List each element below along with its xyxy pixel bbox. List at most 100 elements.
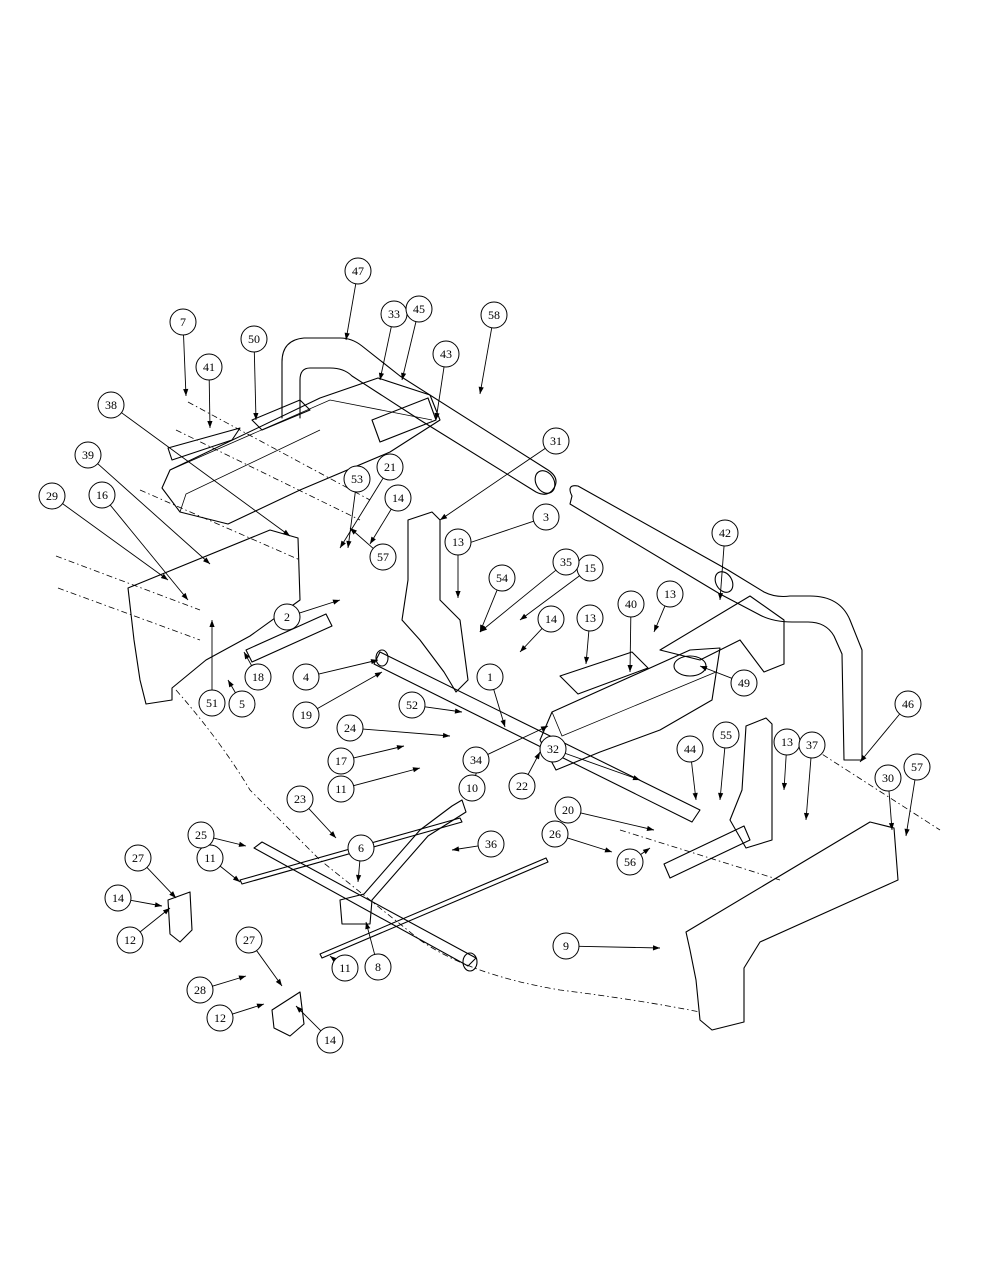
callout-circle	[331, 954, 359, 982]
callout-arrowhead	[209, 620, 215, 627]
callout-arrowhead	[584, 656, 590, 664]
callout-arrowhead	[781, 782, 788, 790]
callout-46: 46	[894, 690, 922, 718]
callout-circle	[542, 427, 570, 455]
callout-arrowhead	[718, 792, 724, 800]
callout-arrowhead	[203, 557, 210, 564]
callout-number: 31	[550, 434, 562, 448]
callout-circle	[711, 519, 739, 547]
callout-circle	[656, 580, 684, 608]
callout-40: 40	[617, 590, 645, 618]
callout-number: 36	[485, 837, 497, 851]
callout-number: 27	[243, 933, 255, 947]
callout-number: 34	[470, 753, 482, 767]
callout-circle	[206, 1004, 234, 1032]
callout-leader	[565, 752, 641, 781]
callout-number: 11	[204, 851, 216, 865]
callout-circle	[384, 484, 412, 512]
callout-arrowhead	[534, 752, 540, 760]
callout-10: 10	[458, 774, 486, 802]
callout-number: 53	[351, 472, 363, 486]
callout-arrowhead	[500, 719, 506, 727]
callout-number: 45	[413, 302, 425, 316]
callout-number: 51	[206, 696, 218, 710]
callout-35: 35	[552, 548, 580, 576]
callout-number: 27	[132, 851, 144, 865]
callout-number: 14	[112, 891, 124, 905]
callout-22: 22	[508, 772, 536, 800]
callout-number: 44	[684, 742, 696, 756]
callout-number: 20	[562, 803, 574, 817]
callout-56: 56	[616, 848, 644, 876]
callout-number: 8	[375, 960, 381, 974]
callout-circle	[462, 746, 490, 774]
callout-number: 39	[82, 448, 94, 462]
callout-arrowhead	[350, 528, 357, 535]
callout-number: 23	[294, 792, 306, 806]
callout-arrowhead	[181, 592, 188, 600]
callout-circle	[187, 821, 215, 849]
callout-circle	[617, 590, 645, 618]
callout-number: 19	[300, 708, 312, 722]
callout-circle	[124, 844, 152, 872]
callout-number: 22	[516, 779, 528, 793]
callout-number: 56	[624, 855, 636, 869]
callout-arrowhead	[480, 624, 486, 632]
callout-circle	[104, 884, 132, 912]
callout-leader	[567, 837, 613, 853]
callout-11: 11	[196, 844, 224, 872]
callout-circle	[344, 257, 372, 285]
callout-arrowhead	[642, 848, 650, 855]
callout-number: 17	[335, 754, 347, 768]
callout-arrowhead	[904, 828, 910, 836]
callout-arrowhead	[520, 613, 528, 620]
callout-53: 53	[343, 465, 371, 493]
callout-leader	[479, 589, 498, 633]
callout-number: 55	[720, 728, 732, 742]
callout-number: 12	[124, 933, 136, 947]
callout-arrowhead	[370, 659, 378, 665]
callout-arrowhead	[365, 922, 371, 930]
callout-circle	[228, 690, 256, 718]
callout-number: 40	[625, 597, 637, 611]
callout-circle	[343, 465, 371, 493]
callout-circle	[327, 747, 355, 775]
callout-arrowhead	[860, 754, 867, 762]
callout-arrowhead	[540, 726, 548, 732]
callout-arrowhead	[654, 624, 660, 632]
callout-arrowhead	[480, 625, 488, 632]
callout-57: 57	[369, 543, 397, 571]
callout-arrowhead	[888, 822, 895, 830]
callout-45: 45	[405, 295, 433, 323]
callout-arrowhead	[346, 540, 352, 548]
callout-arrowhead	[646, 825, 654, 831]
callout-5: 5	[228, 690, 256, 718]
callout-number: 50	[248, 332, 260, 346]
callout-31: 31	[542, 427, 570, 455]
callout-circle	[369, 543, 397, 571]
right-control-box	[539, 647, 721, 771]
callout-number: 9	[563, 939, 569, 953]
callout-arrowhead	[238, 841, 246, 847]
callout-circle	[477, 830, 505, 858]
callout-47: 47	[344, 257, 372, 285]
callout-circle	[676, 735, 704, 763]
callout-arrowhead	[253, 412, 259, 420]
callout-51: 51	[198, 689, 226, 717]
callout-circle	[552, 932, 580, 960]
callout-number: 49	[738, 676, 750, 690]
callout-leader	[578, 945, 661, 949]
left-vertical-bracket	[401, 511, 469, 693]
callout-arrowhead	[396, 745, 404, 751]
callout-circle	[376, 453, 404, 481]
callout-arrowhead	[256, 1003, 264, 1009]
main-cross-shaft	[373, 651, 701, 823]
callout-41: 41	[195, 353, 223, 381]
callout-number: 26	[549, 827, 561, 841]
callout-leader	[347, 491, 356, 549]
callout-number: 43	[440, 347, 452, 361]
callout-circle	[458, 774, 486, 802]
callout-leader	[183, 334, 187, 397]
callout-leader	[719, 545, 725, 601]
